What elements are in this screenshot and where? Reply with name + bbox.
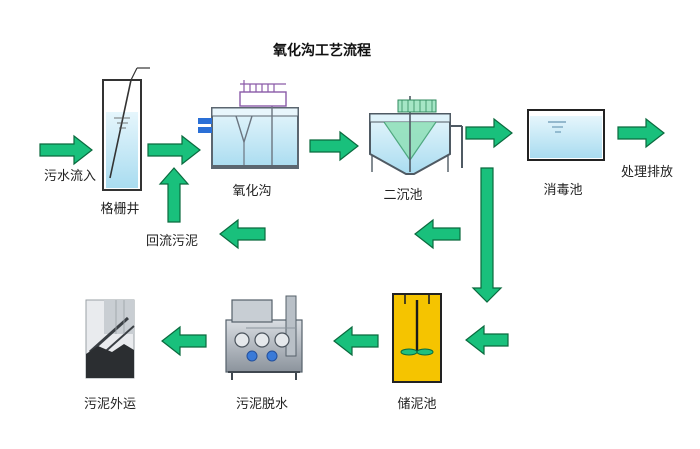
label-discharge: 处理排放	[620, 165, 674, 180]
arrow-return-sludge-left	[414, 218, 461, 250]
label-screen-well: 格栅井	[100, 202, 140, 217]
arrow-return-sludge-left-2	[219, 218, 266, 250]
label-secondary-clarifier: 二沉池	[383, 188, 423, 203]
arrow-storage-to-dewatering	[333, 325, 379, 357]
sludge-haul-unit	[85, 299, 135, 379]
label-sludge-storage: 储泥池	[397, 397, 437, 412]
arrow-return-sludge-up	[158, 167, 190, 223]
sludge-storage-unit	[392, 293, 442, 383]
arrow-clarifier-down-to-storage	[471, 167, 503, 303]
label-oxidation-ditch: 氧化沟	[232, 184, 272, 199]
label-sludge-haul: 污泥外运	[83, 397, 137, 412]
arrow-inflow-to-screen	[39, 134, 93, 166]
arrow-clarifier-to-disinfection	[465, 117, 513, 149]
label-inflow: 污水流入	[43, 169, 97, 184]
dewatering-machine-unit	[225, 295, 303, 380]
label-return-sludge: 回流污泥	[145, 234, 199, 249]
arrow-ditch-to-clarifier	[309, 130, 359, 162]
label-dewatering: 污泥脱水	[235, 397, 289, 412]
arrow-disinfection-to-discharge	[617, 117, 665, 149]
oxidation-ditch-unit	[198, 80, 299, 169]
screen-well-unit	[102, 67, 150, 191]
disinfection-tank-unit	[527, 109, 605, 161]
secondary-clarifier-unit	[369, 96, 463, 175]
diagram-title: 氧化沟工艺流程	[273, 43, 371, 59]
label-disinfection-tank: 消毒池	[543, 183, 583, 198]
arrow-into-storage	[465, 324, 509, 356]
arrow-dewatering-to-haul	[161, 325, 207, 357]
arrow-screen-to-ditch	[147, 134, 201, 166]
